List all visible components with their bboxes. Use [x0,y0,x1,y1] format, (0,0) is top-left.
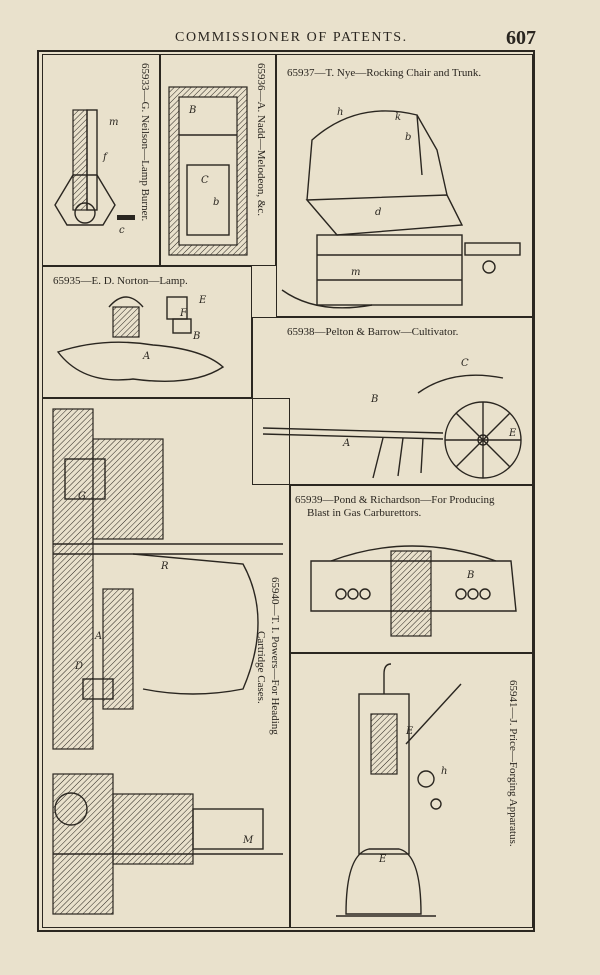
gas-carburettor-illustration: B [310,545,517,637]
figure-65941: 65941—J. Price—Forging Apparatus. E E h [290,653,533,928]
svg-text:E: E [198,295,207,306]
figure-caption: 65933—G. Neilson—Lamp Burner. [139,63,151,222]
svg-text:h: h [337,107,343,118]
figure-caption: 65935—E. D. Norton—Lamp. [53,275,188,287]
forging-apparatus-illustration: E E h [336,663,462,917]
svg-text:B: B [370,394,378,405]
svg-text:f: f [102,152,109,163]
cultivator-illustration: A B C E [262,358,522,479]
svg-text:G: G [78,491,86,502]
melodeon-illustration: B C b [168,86,248,256]
cartridge-heading-illustration: G R A D M [52,408,283,915]
figure-caption: 65937—T. Nye—Rocking Chair and Trunk. [287,67,482,79]
svg-text:k: k [395,112,401,123]
figure-caption: 65936—A. Nadd—Melodeon, &c. [255,63,267,217]
svg-text:d: d [375,207,381,218]
svg-text:R: R [160,561,169,572]
figure-65933: 65933—G. Neilson—Lamp Burner. m f c [42,54,160,266]
svg-text:b: b [405,132,411,143]
svg-text:E: E [378,854,387,865]
svg-text:M: M [242,835,254,846]
running-header: COMMISSIONER OF PATENTS. [175,30,408,45]
rocking-chair-trunk-illustration: h k b d m [281,107,521,309]
figure-caption-line-2: Blast in Gas Carburettors. [307,507,422,519]
svg-text:F: F [179,308,188,319]
svg-text:B: B [188,105,196,116]
svg-text:B: B [466,570,474,581]
figure-65937: 65937—T. Nye—Rocking Chair and Trunk. h … [276,54,533,317]
lamp-illustration: E F B A [56,295,225,382]
svg-text:E: E [405,726,414,737]
svg-text:D: D [74,661,83,672]
svg-text:b: b [213,197,219,208]
figure-65935: 65935—E. D. Norton—Lamp. E F B A [42,266,252,398]
figure-caption-line-1: 65940—T. I. Powers—For Heading [269,577,281,735]
figure-caption-line-2: Cartridge Cases. [255,631,267,704]
plate-frame [37,50,535,932]
figure-caption: 65938—Pelton & Barrow—Cultivator. [287,326,459,338]
figure-65939: 65939—Pond & Richardson—For Producing Bl… [290,485,533,653]
svg-text:A: A [142,351,150,362]
svg-text:h: h [441,766,447,777]
svg-text:A: A [342,438,350,449]
svg-text:m: m [351,267,360,278]
figure-65936: 65936—A. Nadd—Melodeon, &c. B C b [160,54,276,266]
svg-text:B: B [192,331,200,342]
figure-caption: 65941—J. Price—Forging Apparatus. [507,680,519,847]
svg-text:C: C [201,175,209,186]
figure-caption-line-1: 65939—Pond & Richardson—For Producing [295,494,495,506]
lamp-burner-illustration: m f c [54,109,135,236]
page-number: 607 [506,27,536,49]
figure-65938: 65938—Pelton & Barrow—Cultivator. A B C … [252,317,533,485]
svg-text:c: c [119,225,125,236]
svg-text:m: m [109,117,118,128]
svg-text:E: E [508,428,517,439]
svg-text:A: A [94,631,102,642]
figure-65940: 65940—T. I. Powers—For Heading Cartridge… [42,398,290,928]
svg-text:C: C [461,358,469,369]
